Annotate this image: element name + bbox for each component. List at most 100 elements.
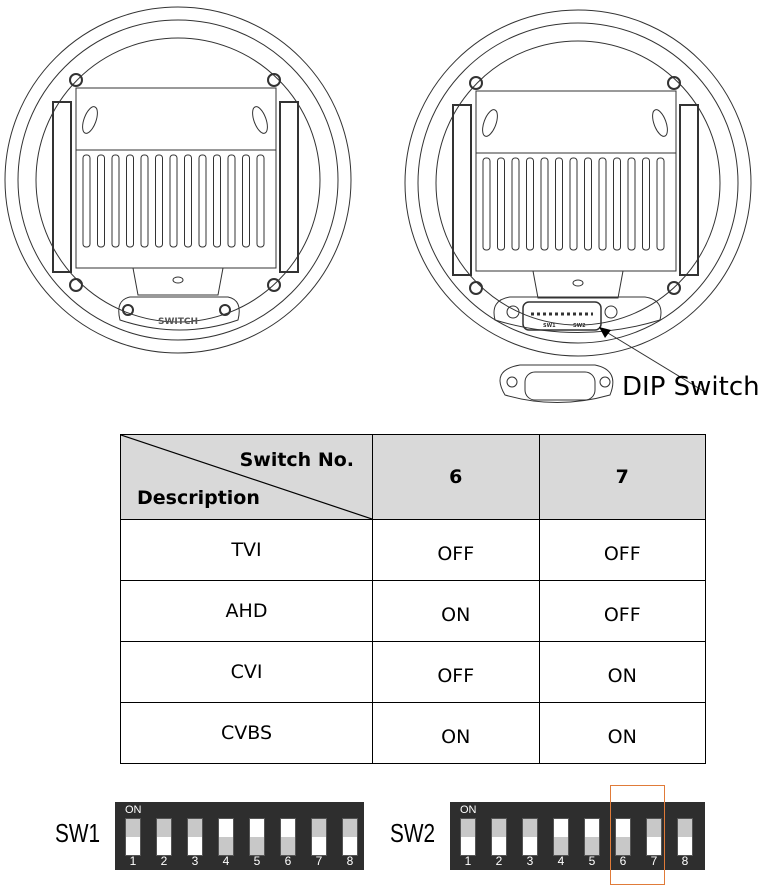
inner-ring xyxy=(417,22,739,344)
switch-lever xyxy=(492,819,506,837)
heatsink-fin xyxy=(511,157,520,251)
callout-arrow-icon xyxy=(599,327,611,338)
screw-icon xyxy=(219,304,231,316)
heatsink-fin xyxy=(555,157,563,251)
switch-number: 5 xyxy=(253,854,261,868)
camera-body xyxy=(75,87,277,269)
cell-6: OFF xyxy=(372,519,540,581)
heatsink-fin xyxy=(656,157,665,251)
camera-body xyxy=(475,90,677,272)
heatsink-fin xyxy=(526,157,534,251)
board-label-sw1: SW1 xyxy=(543,323,556,329)
heatsink-fin xyxy=(82,154,91,248)
heatsink-fin xyxy=(227,154,236,248)
heatsink-fin xyxy=(169,154,178,248)
screw-icon xyxy=(122,304,134,316)
switch-1-on[interactable] xyxy=(460,818,476,856)
heatsink-fin xyxy=(482,157,491,251)
switch-lever xyxy=(678,819,692,837)
screw-icon xyxy=(599,376,611,388)
camera-drawing-left: SWITCH xyxy=(4,6,352,354)
switch-lever xyxy=(523,819,537,837)
heatsink-fin xyxy=(155,154,163,248)
row-desc: AHD xyxy=(120,580,373,642)
screw-icon xyxy=(667,281,681,295)
switch-lever xyxy=(554,837,568,855)
table-header-row: Switch No. Description 6 7 xyxy=(120,434,706,520)
switch-number: 5 xyxy=(588,854,596,868)
heatsink-fin xyxy=(213,154,221,248)
switch-7-on[interactable] xyxy=(646,818,662,856)
switch-8-on[interactable] xyxy=(342,818,358,856)
switch-lever xyxy=(461,819,475,837)
header-col-7: 7 xyxy=(538,434,706,520)
screw-icon xyxy=(604,305,618,319)
heatsink-fin xyxy=(569,157,578,251)
heatsink-fin xyxy=(140,154,149,248)
mount-hole xyxy=(572,279,584,287)
sw1-label: SW1 xyxy=(55,818,101,848)
mount xyxy=(532,270,624,299)
switch-4-off[interactable] xyxy=(553,818,569,856)
cell-7: OFF xyxy=(538,519,706,581)
switch-2-on[interactable] xyxy=(491,818,507,856)
dip-compartment xyxy=(493,296,662,333)
switch-number: 3 xyxy=(191,854,199,868)
highlight-switch-6-7 xyxy=(610,785,665,885)
switch-7-on[interactable] xyxy=(311,818,327,856)
switch-number: 7 xyxy=(650,854,658,868)
mount xyxy=(132,267,224,296)
inner-ring xyxy=(35,37,321,323)
outer-ring xyxy=(4,6,352,354)
heatsink-fin xyxy=(642,157,650,251)
switch-number: 3 xyxy=(526,854,534,868)
switch-lever xyxy=(250,837,264,855)
mount-hole xyxy=(172,276,184,284)
switch-2-on[interactable] xyxy=(156,818,172,856)
header-diagonal-cell: Switch No. Description xyxy=(120,434,373,520)
switch-3-on[interactable] xyxy=(187,818,203,856)
board-label-sw2: SW2 xyxy=(573,323,586,329)
switch-cover xyxy=(118,296,240,331)
switch-lever xyxy=(281,837,295,855)
screw-icon xyxy=(506,305,520,319)
switch-6-off[interactable] xyxy=(615,818,631,856)
cover-window xyxy=(524,371,596,401)
slot xyxy=(82,106,98,134)
heatsink-fin xyxy=(97,154,105,248)
switch-lever xyxy=(647,819,661,837)
header-switch-no: Switch No. xyxy=(239,449,354,471)
heatsink-fin xyxy=(256,154,265,248)
header-description: Description xyxy=(137,487,260,509)
switch-lever xyxy=(157,819,171,837)
slot xyxy=(252,106,268,134)
screw-icon xyxy=(469,281,483,295)
screw-icon xyxy=(506,376,518,388)
switch-3-on[interactable] xyxy=(522,818,538,856)
switch-number: 2 xyxy=(495,854,503,868)
switch-1-on[interactable] xyxy=(125,818,141,856)
cell-6: ON xyxy=(372,702,540,764)
heatsink-fin xyxy=(613,157,621,251)
switch-4-off[interactable] xyxy=(218,818,234,856)
heatsink-fin xyxy=(540,157,549,251)
switch-5-off[interactable] xyxy=(584,818,600,856)
switch-number: 6 xyxy=(284,854,292,868)
row-desc: CVBS xyxy=(120,702,373,764)
header-col-6: 6 xyxy=(372,434,540,520)
heatsink-fin xyxy=(627,157,636,251)
switch-5-off[interactable] xyxy=(249,818,265,856)
switch-8-on[interactable] xyxy=(677,818,693,856)
heatsink-fin xyxy=(184,154,192,248)
row-desc: CVI xyxy=(120,641,373,703)
switch-6-off[interactable] xyxy=(280,818,296,856)
cell-7: ON xyxy=(538,641,706,703)
screw-icon xyxy=(69,278,83,292)
outer-ring xyxy=(404,9,752,357)
